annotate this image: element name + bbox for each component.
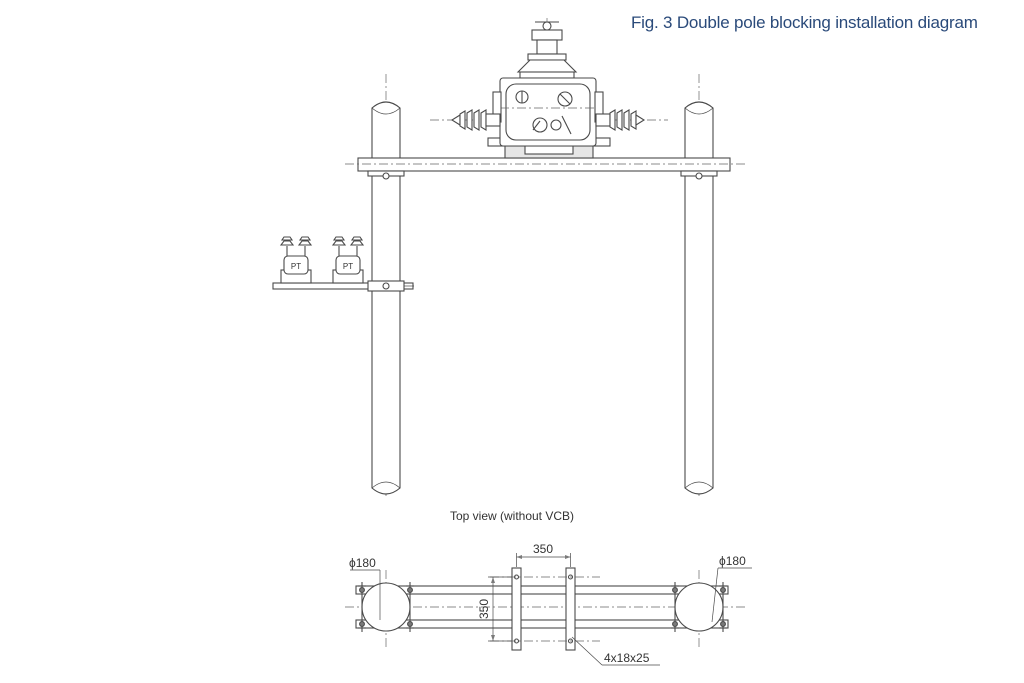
pt-left-label: PT: [291, 262, 301, 271]
figure-title: Fig. 3 Double pole blocking installation…: [631, 13, 978, 32]
left-bushing: [430, 109, 501, 131]
cross-arm-beam: [345, 157, 745, 180]
pt-transformer-right: PT: [331, 236, 365, 284]
vcb-breaker: [487, 18, 611, 159]
pt-transformer-left: PT: [279, 236, 313, 284]
pt-right-label: PT: [343, 262, 353, 271]
right-pole: [684, 74, 714, 498]
right-bushing: [595, 109, 668, 131]
